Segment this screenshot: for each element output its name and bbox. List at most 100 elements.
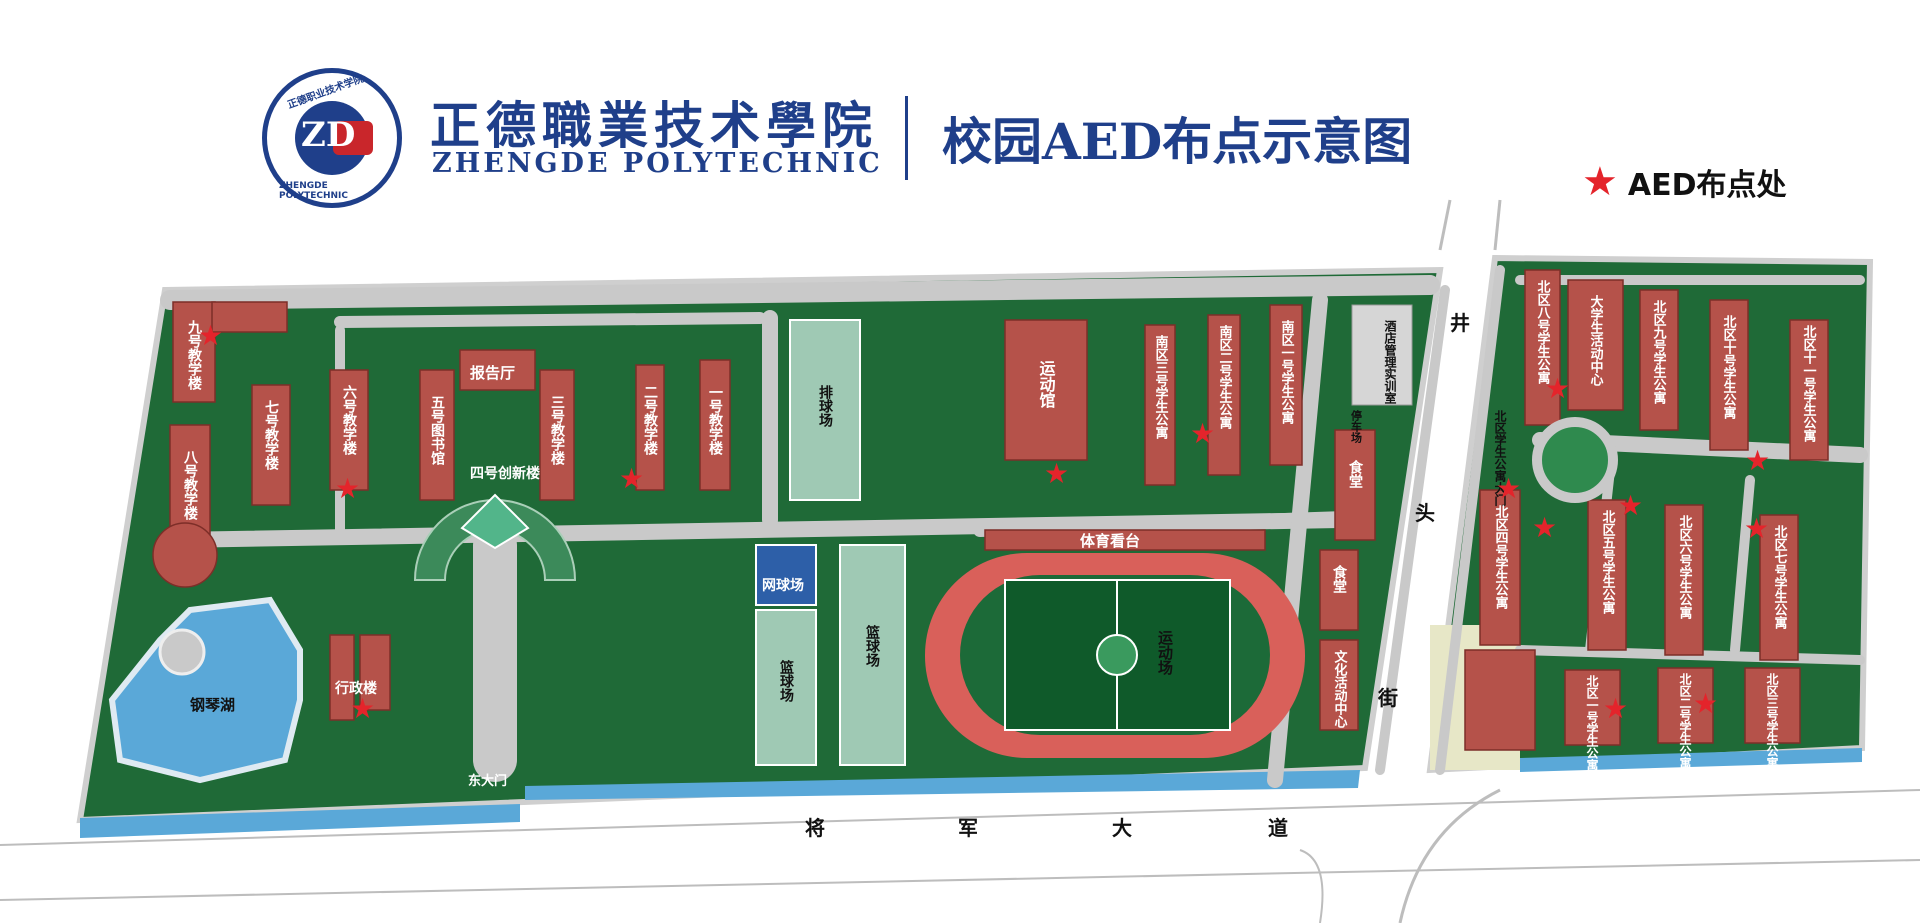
- aed-star-icon: ★: [619, 462, 644, 495]
- aed-star-icon: ★: [1190, 417, 1215, 450]
- label-b2: 二号教学楼: [642, 385, 658, 456]
- aed-star-icon: ★: [198, 319, 223, 352]
- label-b5: 五号图书馆: [429, 395, 445, 466]
- label-park: 停车场: [1350, 409, 1363, 444]
- culture-center: [1319, 639, 1359, 731]
- basketball-courts-1: [755, 609, 817, 766]
- building-labels: 九号教学楼 八号教学楼 七号教学楼 六号教学楼 五号图书馆 报告厅 四号创新楼 …: [182, 280, 1816, 789]
- label-n4: 北区四号学生公寓: [1493, 505, 1509, 610]
- admin-building: [359, 634, 391, 711]
- label-north-gate: 北区学生公寓大门: [1493, 409, 1507, 507]
- south-dorm-2: [1207, 314, 1241, 476]
- aed-star-icon: ★: [335, 472, 360, 505]
- school-logo: ZD 正德职业技术学院 ZHENGDE POLYTECHNIC: [262, 68, 402, 208]
- label-hotel: 酒店管理实训室: [1383, 320, 1397, 405]
- label-basket2: 篮球场: [864, 624, 881, 668]
- label-s3: 南区三号学生公寓: [1153, 334, 1169, 440]
- label-n10: 北区十号学生公寓: [1721, 315, 1737, 420]
- canteen-2: [1319, 549, 1359, 631]
- hotel-training: [1351, 304, 1413, 406]
- north-dorm-10: [1709, 299, 1749, 451]
- building-2: [635, 364, 665, 491]
- north-dorm-1: [1564, 669, 1621, 746]
- lake: [108, 596, 303, 784]
- label-s1: 南区一号学生公寓: [1279, 319, 1295, 425]
- label-b8: 八号教学楼: [182, 450, 199, 521]
- label-gym: 运动馆: [1037, 360, 1056, 409]
- label-east-gate: 东大门: [468, 773, 507, 789]
- road-south-3: 大: [1112, 816, 1132, 840]
- aed-star-icon: ★: [1603, 692, 1628, 725]
- aed-star-icon: ★: [1532, 511, 1557, 544]
- label-admin: 行政楼: [334, 680, 377, 697]
- label-s2: 南区二号学生公寓: [1217, 324, 1233, 430]
- label-lake: 钢琴湖: [190, 696, 235, 714]
- label-b4: 四号创新楼: [470, 465, 540, 482]
- header-divider: [905, 96, 908, 180]
- canal-east: [525, 770, 1360, 800]
- building-7: [251, 384, 291, 506]
- label-stands: 体育看台: [1080, 532, 1140, 550]
- innovation-plaza: [413, 499, 577, 581]
- building-6: [329, 369, 369, 491]
- label-n1: 北区一号学生公寓: [1585, 674, 1599, 772]
- legend: ★ AED布点处: [1582, 160, 1786, 204]
- road-south-2: 军: [958, 816, 978, 840]
- label-b9: 九号教学楼: [186, 320, 203, 391]
- road-east-2: 头: [1415, 501, 1435, 525]
- campus-roads: [160, 265, 1868, 788]
- label-n8: 北区八号学生公寓: [1535, 280, 1552, 385]
- aed-star-icon: ★: [1496, 472, 1521, 505]
- label-n6: 北区六号学生公寓: [1677, 515, 1693, 620]
- label-stadium: 运动场: [1156, 630, 1174, 676]
- lecture-hall: [459, 349, 536, 391]
- label-b7: 七号教学楼: [263, 400, 279, 471]
- building-9: [172, 301, 216, 403]
- road-south-4: 道: [1268, 816, 1288, 840]
- canal: [80, 804, 520, 838]
- aed-star-icon: ★: [1618, 489, 1643, 522]
- logo-mark: ZD: [301, 115, 356, 155]
- building-5: [419, 369, 455, 501]
- north-dorm-3: [1744, 667, 1801, 744]
- north-dorm-9: [1639, 289, 1679, 431]
- canteen-1: [1334, 429, 1376, 541]
- south-buildings: [152, 301, 1376, 731]
- aed-star-icon: ★: [1693, 687, 1718, 720]
- aed-star-icon: ★: [1745, 444, 1770, 477]
- logo-arc-en: ZHENGDE POLYTECHNIC: [279, 181, 349, 201]
- aed-markers: ★ ★ ★ ★ ★ ★ ★ ★ ★ ★ ★ ★ ★ ★: [198, 319, 1770, 725]
- north-dorm-7: [1759, 514, 1799, 661]
- north-dorm-6: [1664, 504, 1704, 656]
- south-dorm-1: [1269, 304, 1303, 466]
- label-n3: 北区三号学生公寓: [1765, 672, 1779, 770]
- lake-pavilion: [158, 628, 206, 676]
- building-3: [539, 369, 575, 501]
- label-n9: 北区九号学生公寓: [1651, 300, 1668, 405]
- aed-star-icon: ★: [1044, 457, 1069, 490]
- tennis-court: [755, 544, 817, 606]
- north-dorm-8: [1524, 269, 1561, 426]
- north-roundabout: [1532, 417, 1618, 503]
- aed-star-icon: ★: [350, 692, 375, 725]
- basketball-courts-2: [839, 544, 906, 766]
- label-tennis: 网球场: [762, 577, 804, 594]
- label-b3: 三号教学楼: [549, 395, 565, 466]
- aed-star-icon: ★: [1744, 512, 1769, 545]
- aed-star-icon: ★: [1545, 372, 1570, 405]
- activity-center: [1567, 279, 1624, 411]
- logo-red-block: [333, 121, 373, 155]
- north-dorm-5: [1587, 499, 1627, 651]
- label-basket1: 篮球场: [778, 659, 795, 703]
- school-name-en: ZHENGDE POLYTECHNIC: [432, 148, 883, 179]
- volleyball-courts: [789, 319, 861, 501]
- label-hall: 报告厅: [470, 364, 515, 382]
- innovation-building: [460, 493, 530, 550]
- north-dorm-4: [1479, 489, 1521, 646]
- road-east-1: 井: [1450, 311, 1470, 335]
- label-b6: 六号教学楼: [341, 384, 357, 456]
- school-name-cn: 正德職業技术學院: [430, 96, 878, 155]
- north-canal: [1520, 748, 1862, 772]
